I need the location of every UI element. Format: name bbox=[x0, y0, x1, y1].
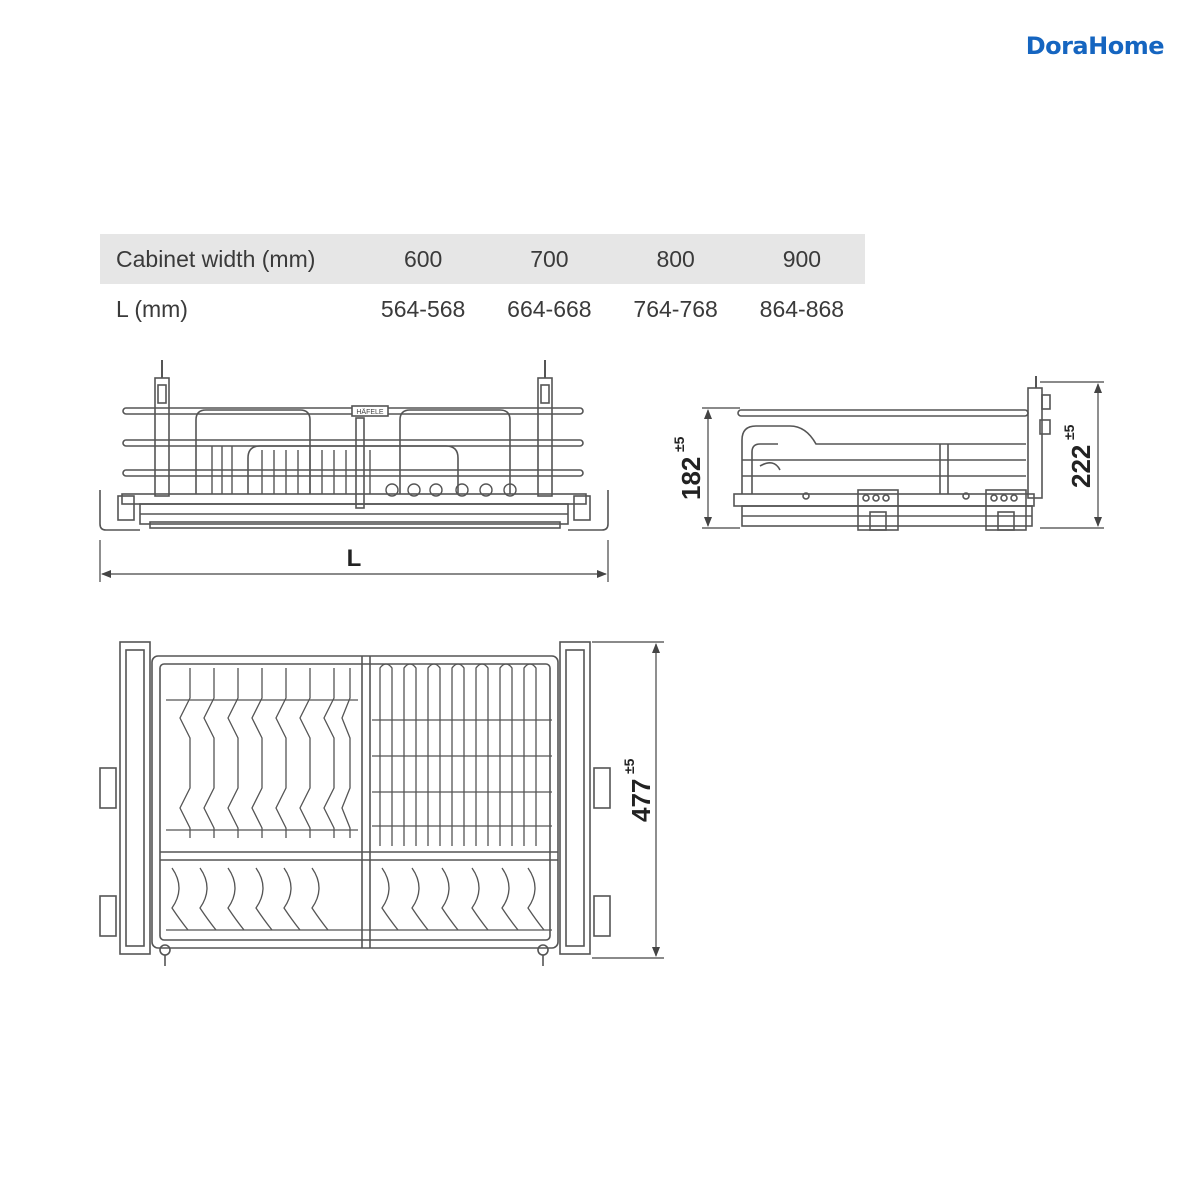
spec-row-value: 764-768 bbox=[633, 295, 718, 322]
svg-text:477: 477 bbox=[626, 779, 656, 822]
spec-row-label: L (mm) bbox=[116, 295, 188, 322]
svg-text:182: 182 bbox=[676, 457, 706, 500]
spec-table: Cabinet width (mm) 600 700 800 900 L (mm… bbox=[100, 234, 865, 334]
spec-row-value: 664-668 bbox=[507, 295, 592, 322]
brand-badge: HÄFELE bbox=[356, 408, 384, 416]
depth-dimension bbox=[592, 641, 664, 959]
spec-row-value: 564-568 bbox=[380, 295, 466, 322]
top-view bbox=[99, 641, 611, 966]
spec-row-value: 864-868 bbox=[759, 295, 845, 322]
brand-logo: DoraHome bbox=[1025, 32, 1165, 60]
length-dimension bbox=[99, 540, 609, 582]
spec-header-label: Cabinet width (mm) bbox=[100, 234, 360, 284]
spec-header-value: 900 bbox=[738, 234, 865, 284]
front-view: HÄFELE bbox=[99, 360, 609, 531]
spec-header-value: 700 bbox=[486, 234, 613, 284]
svg-text:±5: ±5 bbox=[621, 758, 637, 774]
svg-text:±5: ±5 bbox=[1061, 424, 1077, 440]
spec-row: L (mm) 564-568 664-668 764-768 864-868 bbox=[100, 284, 865, 334]
spec-header-value: 800 bbox=[612, 234, 739, 284]
spec-header-value: 600 bbox=[360, 234, 487, 284]
outer-height-label: 222 ±5 bbox=[1061, 424, 1096, 488]
outer-height-dimension bbox=[1040, 381, 1104, 529]
svg-text:222: 222 bbox=[1066, 445, 1096, 488]
inner-height-label: 182 ±5 bbox=[671, 436, 706, 500]
length-label: L bbox=[347, 545, 362, 572]
side-view bbox=[733, 376, 1051, 531]
inner-height-dimension bbox=[702, 407, 740, 529]
svg-text:±5: ±5 bbox=[671, 436, 687, 452]
spec-header-row: Cabinet width (mm) 600 700 800 900 bbox=[100, 234, 865, 284]
depth-label: 477 ±5 bbox=[621, 758, 656, 822]
